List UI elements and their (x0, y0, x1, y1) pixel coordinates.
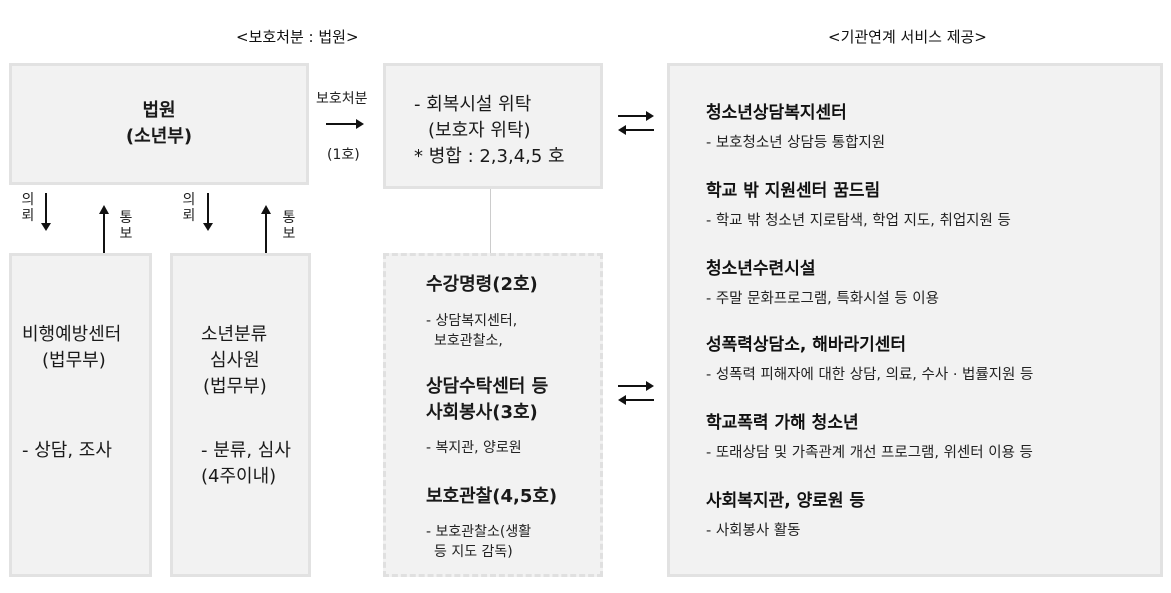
order-1-line-2: 보호관찰소, (434, 333, 503, 349)
service-title-5: 학교폭력 가해 청소년 (706, 413, 859, 433)
connector-line (490, 189, 491, 253)
service-desc-2: - 학교 밖 청소년 지로탐색, 학업 지도, 취업지원 등 (706, 213, 1011, 229)
service-desc-5: - 또래상담 및 가족관계 개선 프로그램, 위센터 이용 등 (706, 445, 1033, 461)
prevention-center-detail: - 상담, 조사 (22, 440, 112, 461)
disposition-box: - 회복시설 위탁 (보호자 위탁) * 병합 : 2,3,4,5 호 (383, 63, 603, 189)
service-desc-3: - 주말 문화프로그램, 특화시설 등 이용 (706, 291, 939, 307)
classification-ministry: (법무부) (203, 376, 267, 397)
disposition-arrow-label: 보호처분 (316, 91, 368, 107)
order-title-2a: 상담수탁센터 등 (426, 376, 549, 397)
down-arrow-icon (203, 193, 213, 231)
order-title-3: 보호관찰(4,5호) (426, 486, 558, 507)
order-1-line-1: - 상담복지센터, (426, 313, 518, 329)
order-2-line-1: - 복지관, 양로원 (426, 440, 522, 456)
services-box: 청소년상담복지센터 - 보호청소년 상담등 통합지원 학교 밖 지원센터 꿈드림… (667, 63, 1163, 577)
court-subtitle: (소년부) (125, 126, 193, 147)
bidirectional-arrow-icon (618, 381, 654, 405)
bidirectional-arrow-icon (618, 111, 654, 135)
service-title-6: 사회복지관, 양로원 등 (706, 491, 866, 511)
left-section-title: <보호처분 : 법원> (236, 28, 359, 46)
up-arrow-icon (261, 205, 271, 253)
service-title-3: 청소년수련시설 (706, 259, 816, 279)
service-desc-6: - 사회봉사 활동 (706, 523, 801, 539)
service-title-1: 청소년상담복지센터 (706, 103, 847, 123)
up-arrow-icon (99, 205, 109, 253)
disposition-line-2: (보호자 위탁) (428, 120, 531, 141)
court-title: 법원 (142, 100, 176, 121)
court-box: 법원 (소년부) (9, 63, 309, 185)
classification-box: 소년분류 심사원 (법무부) - 분류, 심사 (4주이내) (170, 253, 311, 577)
service-desc-4: - 성폭력 피해자에 대한 상담, 의료, 수사 · 법률지원 등 (706, 367, 1034, 383)
order-title-2b: 사회봉사(3호) (426, 402, 538, 423)
classification-name-1: 소년분류 (201, 324, 268, 345)
right-arrow-icon (326, 119, 364, 129)
right-section-title: <기관연계 서비스 제공> (828, 28, 987, 46)
disposition-arrow-number: (1호) (327, 147, 360, 163)
classification-detail-2: (4주이내) (201, 466, 277, 487)
prevention-center-name: 비행예방센터 (22, 324, 122, 345)
service-title-2: 학교 밖 지원센터 꿈드림 (706, 181, 881, 201)
prevention-center-box: 비행예방센터 (법무부) - 상담, 조사 (9, 253, 152, 577)
service-desc-1: - 보호청소년 상담등 통합지원 (706, 135, 886, 151)
order-3-line-2: 등 지도 감독) (434, 544, 513, 560)
orders-box: 수강명령(2호) - 상담복지센터, 보호관찰소, 상담수탁센터 등 사회봉사(… (383, 253, 603, 577)
order-3-line-1: - 보호관찰소(생활 (426, 524, 532, 540)
order-title-1: 수강명령(2호) (426, 274, 538, 295)
disposition-line-3: * 병합 : 2,3,4,5 호 (414, 146, 565, 167)
classification-detail-1: - 분류, 심사 (201, 440, 291, 461)
disposition-line-1: - 회복시설 위탁 (414, 94, 532, 115)
down-arrow-icon (41, 193, 51, 231)
prevention-center-ministry: (법무부) (42, 350, 106, 371)
service-title-4: 성폭력상담소, 해바라기센터 (706, 335, 907, 355)
classification-name-2: 심사원 (210, 350, 260, 371)
